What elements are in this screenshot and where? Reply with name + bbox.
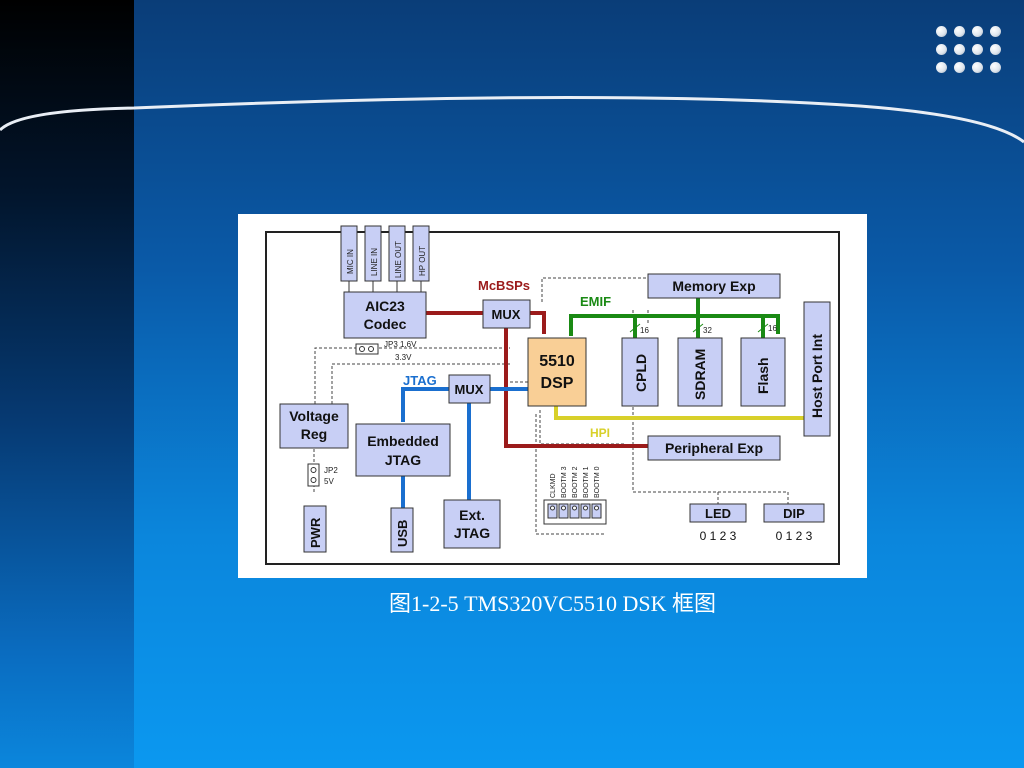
bus-width-32: 32: [703, 326, 712, 335]
voltage-reg-line1: Voltage: [289, 408, 339, 424]
voltage-reg-block: [279, 403, 349, 449]
sdram-label: SDRAM: [692, 349, 708, 400]
pwr-connector-block: [303, 505, 327, 553]
dip-label: DIP: [783, 506, 805, 521]
mcbsp-bus: [426, 311, 648, 448]
embedded-jtag-line1: Embedded: [367, 433, 439, 449]
sdram-block: [677, 337, 723, 407]
jp2-jumper: [307, 463, 320, 487]
pwr-label: PWR: [308, 517, 323, 548]
bus-width-ticks: [629, 323, 769, 333]
ext-jtag-line1: Ext.: [459, 507, 485, 523]
usb-label: USB: [395, 520, 410, 547]
figure-caption: 图1-2-5 TMS320VC5510 DSK 框图: [389, 591, 716, 616]
bootm1-label: BOOTM 1: [583, 466, 590, 498]
host-port-int-block: [803, 301, 831, 437]
block-diagram-svg: MIC IN LINE IN LINE OUT HP OUT AIC23 Cod…: [265, 225, 840, 565]
jp3-label: JP3 1.6V: [384, 340, 417, 349]
jp3-jumper: [355, 343, 379, 355]
peripheral-exp-block: [647, 435, 781, 461]
embedded-jtag-line2: JTAG: [385, 452, 421, 468]
decorative-arc: [0, 95, 1024, 144]
usb-connector-block: [390, 507, 414, 553]
board-outline: [265, 231, 840, 565]
mcbsps-label: McBSPs: [478, 278, 530, 293]
jtag-bus: [401, 387, 528, 508]
dashed-lines: [313, 277, 789, 535]
led-block: [689, 503, 747, 523]
jp2-label: JP2: [324, 466, 338, 475]
cpld-label: CPLD: [633, 354, 649, 392]
led-numbers: 0 1 2 3: [700, 529, 737, 543]
ext-jtag-block: [443, 499, 501, 549]
mux-jtag-block: [448, 374, 491, 404]
v5-label: 5V: [324, 477, 334, 486]
led-label: LED: [705, 506, 731, 521]
bootm2-label: BOOTM 2: [572, 466, 579, 498]
host-port-int-label: Host Port Int: [809, 334, 825, 418]
block-diagram: MIC IN LINE IN LINE OUT HP OUT AIC23 Cod…: [238, 214, 867, 578]
dsp-label-line1: 5510: [539, 353, 575, 370]
line-in-label: LINE IN: [370, 248, 379, 276]
boot-mode-switches: CLKMD BOOTM 3 BOOTM 2 BOOTM 1 BOOTM 0: [543, 466, 607, 525]
bus-width-16a: 16: [640, 326, 649, 335]
codec-label-line1: AIC23: [365, 298, 405, 314]
jtag-label: JTAG: [403, 373, 437, 388]
peripheral-exp-label: Peripheral Exp: [665, 440, 763, 456]
flash-block: [740, 337, 786, 407]
decorative-dot-grid: [934, 24, 1008, 78]
dsp-label-line2: DSP: [541, 375, 574, 392]
embedded-jtag-block: [355, 423, 451, 477]
v33-label: 3.3V: [395, 353, 412, 362]
clkmd-label: CLKMD: [550, 473, 557, 498]
emif-bus: [569, 298, 780, 338]
codec-label-line2: Codec: [364, 316, 407, 332]
hp-out-label: HP OUT: [418, 246, 427, 276]
dip-block: [763, 503, 825, 523]
hpi-label: HPI: [590, 426, 610, 440]
bootm0-label: BOOTM 0: [594, 466, 601, 498]
line-out-label: LINE OUT: [394, 241, 403, 278]
hpi-bus: [554, 406, 804, 420]
left-gradient-band: [0, 0, 134, 768]
voltage-reg-line2: Reg: [301, 426, 327, 442]
bus-width-16b: 16: [768, 324, 777, 333]
cpld-block: [621, 337, 659, 407]
flash-label: Flash: [755, 357, 771, 394]
bootm3-label: BOOTM 3: [561, 466, 568, 498]
audio-jacks: MIC IN LINE IN LINE OUT HP OUT: [340, 225, 430, 292]
ext-jtag-line2: JTAG: [454, 525, 490, 541]
memory-exp-block: [647, 273, 781, 299]
emif-label: EMIF: [580, 294, 611, 309]
mux-jtag-label: MUX: [455, 382, 484, 397]
aic23-codec-block: [343, 291, 427, 339]
dsp-5510-block: [527, 337, 587, 407]
mic-in-label: MIC IN: [346, 249, 355, 274]
mux-top-block: [482, 299, 531, 329]
memory-exp-label: Memory Exp: [672, 278, 755, 294]
dip-numbers: 0 1 2 3: [776, 529, 813, 543]
mux-top-label: MUX: [492, 307, 521, 322]
